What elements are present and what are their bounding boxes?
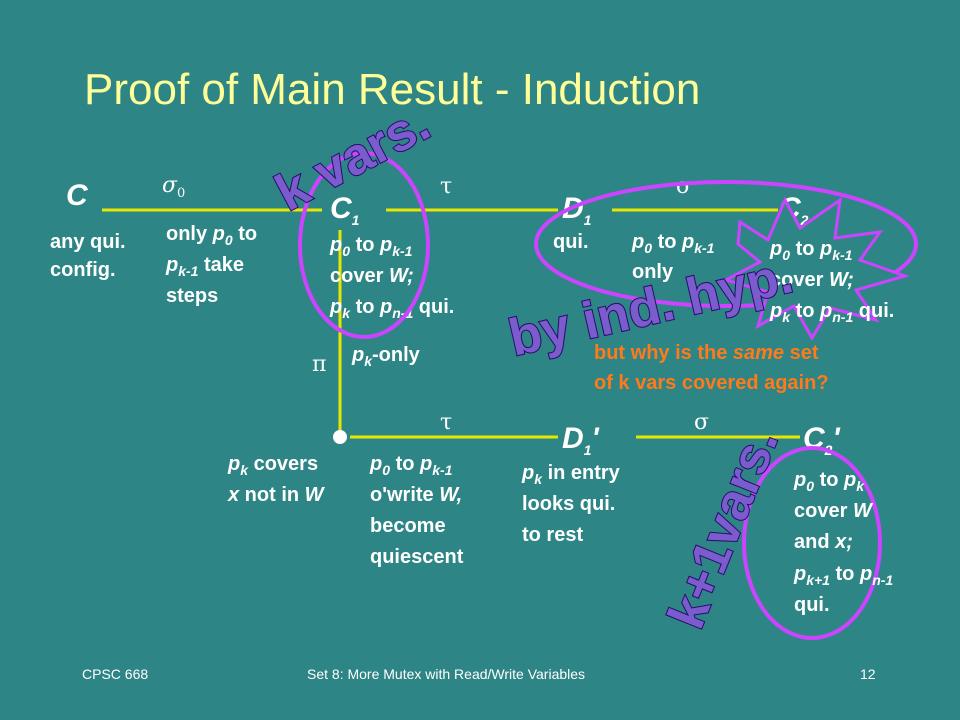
highlight-ellipses bbox=[298, 151, 918, 640]
pi-desc: pk-only bbox=[351, 344, 421, 369]
c2prime-desc-line1: p0 to pk bbox=[793, 469, 865, 494]
label-tau-bottom: τ bbox=[440, 410, 452, 435]
ellipse-c2-prime bbox=[742, 446, 882, 640]
tau-bottom-desc-line1: p0 to pk-1 bbox=[369, 453, 453, 478]
footer-set: Set 8: More Mutex with Read/Write Variab… bbox=[307, 666, 585, 682]
intermediate-config-dot bbox=[333, 430, 347, 444]
d1prime-desc-line2: looks qui. bbox=[522, 493, 615, 515]
node-c: C bbox=[66, 179, 89, 212]
c1-desc-line2: cover W; bbox=[330, 265, 414, 287]
ellipse-d1-c2 bbox=[534, 180, 918, 308]
d1prime-desc-line3: to rest bbox=[522, 524, 583, 546]
label-sigma-bottom: σ bbox=[694, 410, 709, 435]
footer-page-number: 12 bbox=[860, 666, 876, 682]
c-desc-line1: any qui. bbox=[50, 231, 126, 253]
c2prime-desc-line3: and x; bbox=[794, 531, 853, 553]
c-desc-line2: config. bbox=[50, 259, 116, 281]
c2-desc-line2: cover W; bbox=[770, 269, 854, 291]
c2prime-desc-line4: pk+1 to pn-1 bbox=[793, 563, 893, 588]
label-sigma0: σ0 bbox=[162, 173, 185, 201]
tau-bottom-desc-line2: o'write W, bbox=[370, 484, 462, 506]
d1-sigma-desc-line1: p0 to pk-1 bbox=[631, 231, 715, 256]
label-tau-top: τ bbox=[440, 174, 452, 199]
dot-desc-line2: x not in W bbox=[227, 484, 326, 506]
c2prime-desc-line5: qui. bbox=[794, 594, 830, 616]
sigma0-desc-line3: steps bbox=[166, 285, 218, 307]
label-sigma-top: σ bbox=[676, 174, 691, 199]
sigma0-desc-line2: pk-1 take bbox=[165, 254, 244, 279]
burst-shape bbox=[722, 196, 910, 341]
question-line2: of k vars covered again? bbox=[594, 372, 829, 394]
c2-desc-line1: p0 to pk-1 bbox=[769, 238, 853, 263]
ellipse-c1 bbox=[298, 151, 430, 339]
d1-sigma-desc-line2: only bbox=[632, 261, 674, 283]
c2-desc-line3: pk to pn-1 qui. bbox=[769, 300, 894, 325]
c1-desc-line3: pk to pn-1 qui. bbox=[329, 296, 454, 321]
footer-course: CPSC 668 bbox=[82, 666, 148, 682]
tau-bottom-desc-line3: become bbox=[370, 515, 446, 537]
tau-bottom-desc-line4: quiescent bbox=[370, 546, 464, 568]
c2prime-desc-line2: cover W bbox=[794, 500, 874, 522]
c1-desc-line1: p0 to pk-1 bbox=[329, 234, 413, 259]
stamp-k-plus-1-vars: k+1vars. bbox=[657, 420, 789, 636]
question-line1: but why is the same set bbox=[594, 342, 819, 364]
label-pi: π bbox=[312, 352, 326, 377]
d1-desc: qui. bbox=[553, 231, 589, 253]
edges bbox=[102, 208, 800, 444]
node-c1: C1 bbox=[330, 192, 360, 228]
slide-title: Proof of Main Result - Induction bbox=[84, 65, 700, 114]
sigma0-desc-line1: only p0 to bbox=[166, 223, 257, 248]
dot-desc-line1: pk covers bbox=[227, 453, 318, 478]
node-d1-prime: D1' bbox=[562, 422, 599, 458]
d1prime-desc-line1: pk in entry bbox=[521, 462, 621, 487]
